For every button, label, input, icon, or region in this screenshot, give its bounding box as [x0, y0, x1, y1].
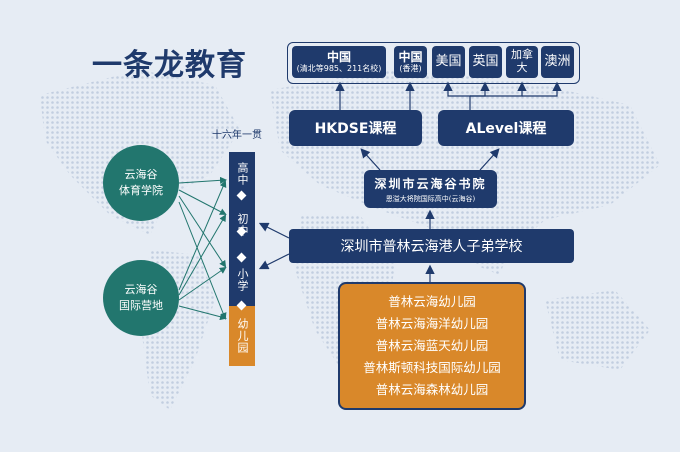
stage-label: 幼儿园 — [236, 318, 249, 354]
destination-label: 澳洲 — [544, 53, 571, 69]
stage-label: 高中 — [236, 161, 249, 186]
stage-label: 小学 — [236, 268, 249, 292]
destination-sublabel: (清北等985、211名校) — [296, 64, 382, 74]
stage-primary-school: 小学 — [229, 254, 255, 306]
destination-hongkong: 中国 (香港) — [394, 46, 427, 78]
kindergarten-item: 普林云海蓝天幼儿园 — [375, 338, 489, 353]
academy-to-course-arrows — [360, 148, 500, 171]
circle-to-stage-arrows — [178, 176, 227, 321]
destination-sublabel: (香港) — [399, 64, 422, 74]
alevel-course-box: ALevel课程 — [438, 110, 574, 146]
destination-uk: 英国 — [469, 46, 502, 78]
alevel-course-label: ALevel课程 — [465, 121, 547, 137]
destination-canada: 加拿大 — [506, 46, 538, 78]
circle-line1: 云海谷 — [124, 283, 158, 296]
circle-line1: 云海谷 — [124, 168, 158, 181]
destination-china: 中国 (清北等985、211名校) — [292, 46, 386, 78]
destination-usa: 美国 — [432, 46, 465, 78]
yunhaigu-academy-name: 深圳市云海谷书院 — [374, 176, 487, 191]
kindergarten-box: 普林云海幼儿园 普林云海海洋幼儿园 普林云海蓝天幼儿园 普林斯顿科技国际幼儿园 … — [338, 282, 526, 410]
destination-australia: 澳洲 — [541, 46, 574, 78]
circle-line2: 体育学院 — [119, 184, 163, 197]
destination-label: 英国 — [472, 53, 499, 69]
international-camp-circle: 云海谷 国际营地 — [103, 260, 179, 336]
circle-line2: 国际营地 — [119, 299, 163, 312]
destinations-frame — [287, 42, 580, 84]
stage-high-school: 高中 — [229, 152, 255, 195]
stages-heading: 十六年一贯 — [212, 130, 262, 141]
yunhaigu-academy-subtitle: 恩溢大将院国际高中(云海谷) — [385, 194, 476, 203]
kindergarten-item: 普林云海森林幼儿园 — [375, 382, 489, 397]
stage-to-school-arrows — [258, 222, 290, 270]
destination-label: 加拿大 — [511, 48, 533, 74]
school-box: 深圳市普林云海港人子弟学校 — [289, 229, 574, 263]
hkdse-course-box: HKDSE课程 — [289, 110, 422, 146]
destination-label: 中国 — [398, 49, 423, 64]
page-title: 一条龙教育 — [92, 48, 247, 83]
destination-label: 美国 — [435, 53, 462, 69]
course-to-destination-arrows — [335, 81, 562, 110]
kindergarten-item: 普林云海幼儿园 — [388, 294, 476, 309]
destination-label: 中国 — [326, 49, 351, 64]
stage-kindergarten: 幼儿园 — [229, 306, 255, 366]
kindergarten-item: 普林云海海洋幼儿园 — [375, 316, 489, 331]
sports-academy-circle: 云海谷 体育学院 — [103, 145, 179, 221]
school-name: 深圳市普林云海港人子弟学校 — [340, 239, 523, 255]
yunhaigu-academy-box: 深圳市云海谷书院 恩溢大将院国际高中(云海谷) — [364, 170, 497, 208]
hkdse-course-label: HKDSE课程 — [314, 121, 397, 137]
kindergarten-item: 普林斯顿科技国际幼儿园 — [363, 360, 501, 375]
